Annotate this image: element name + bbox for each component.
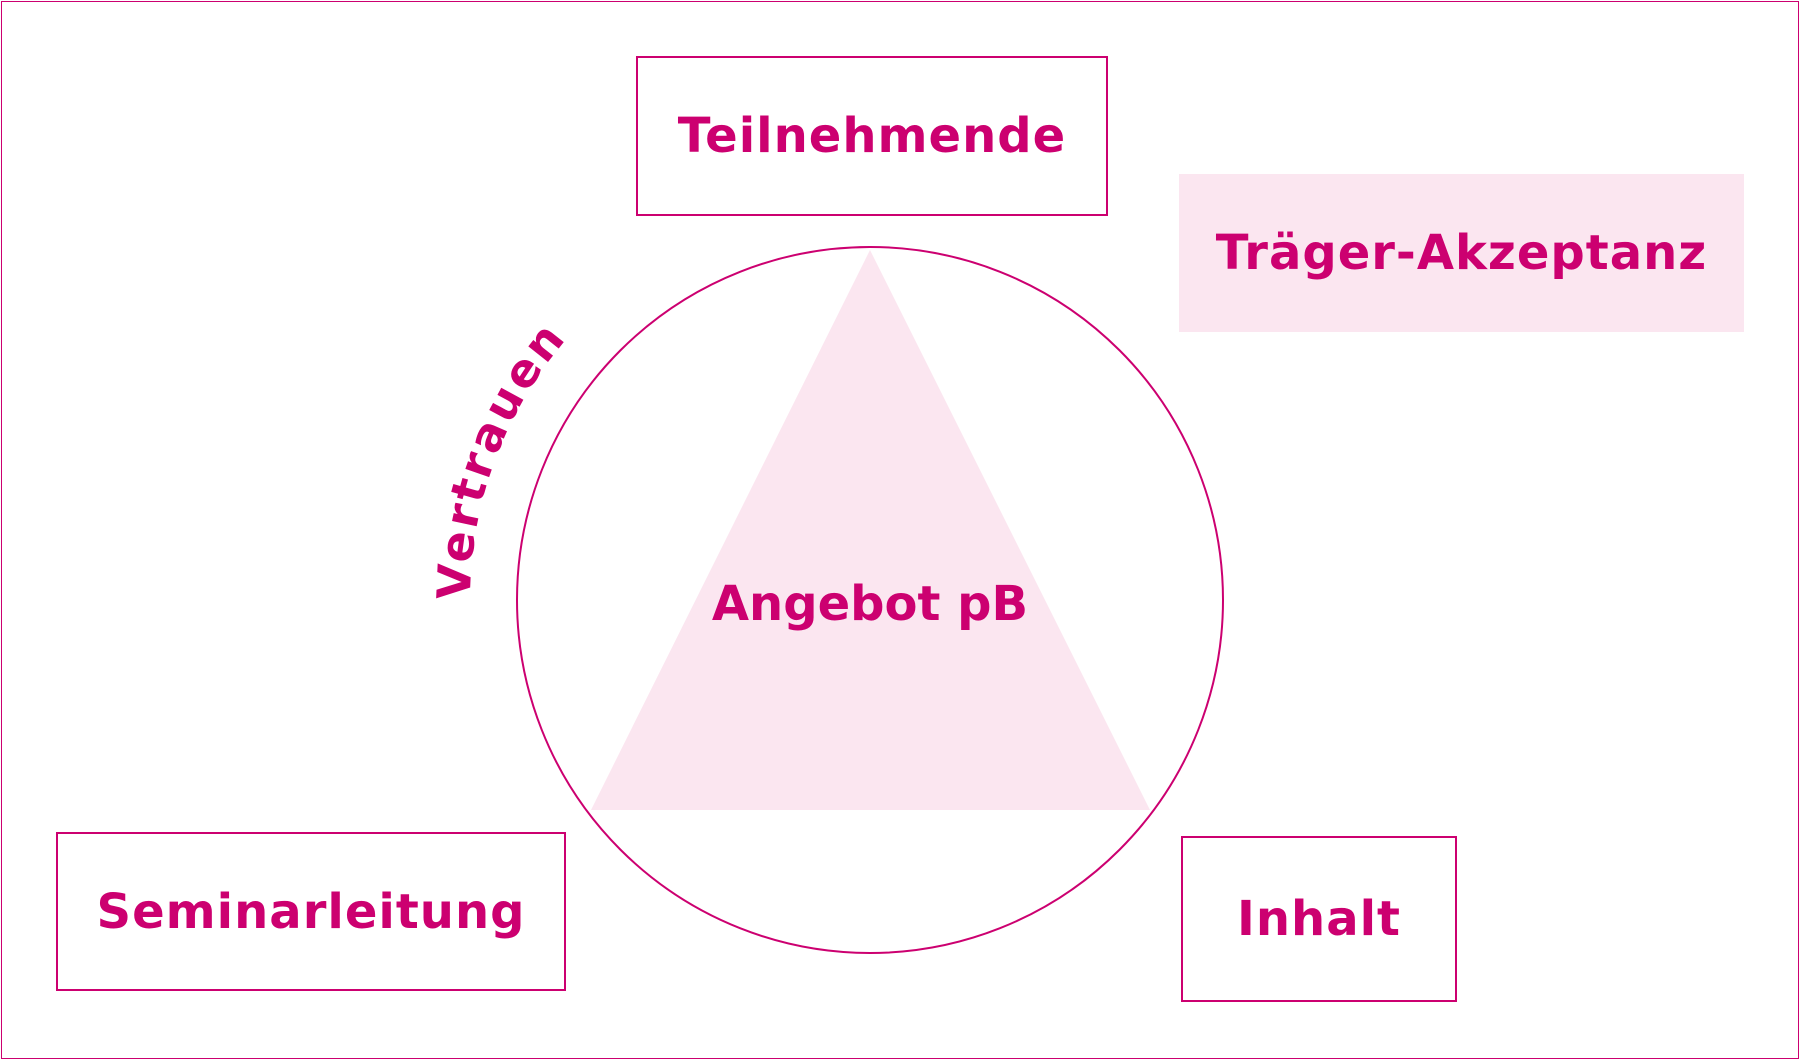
inhalt-box: Inhalt: [1181, 836, 1457, 1002]
teilnehmende-label: Teilnehmende: [677, 108, 1067, 164]
traeger-akzeptanz-box: Träger-Akzeptanz: [1179, 174, 1744, 332]
center-label: Angebot pB: [712, 576, 1028, 632]
traeger-akzeptanz-label: Träger-Akzeptanz: [1215, 225, 1708, 281]
inhalt-label: Inhalt: [1237, 891, 1401, 947]
teilnehmende-box: Teilnehmende: [636, 56, 1108, 216]
seminarleitung-label: Seminarleitung: [96, 883, 526, 940]
center-triangle: [591, 250, 1150, 810]
seminarleitung-box: Seminarleitung: [56, 832, 566, 991]
arc-label: Vertrauen: [427, 310, 577, 600]
outer-circle: [516, 246, 1224, 954]
